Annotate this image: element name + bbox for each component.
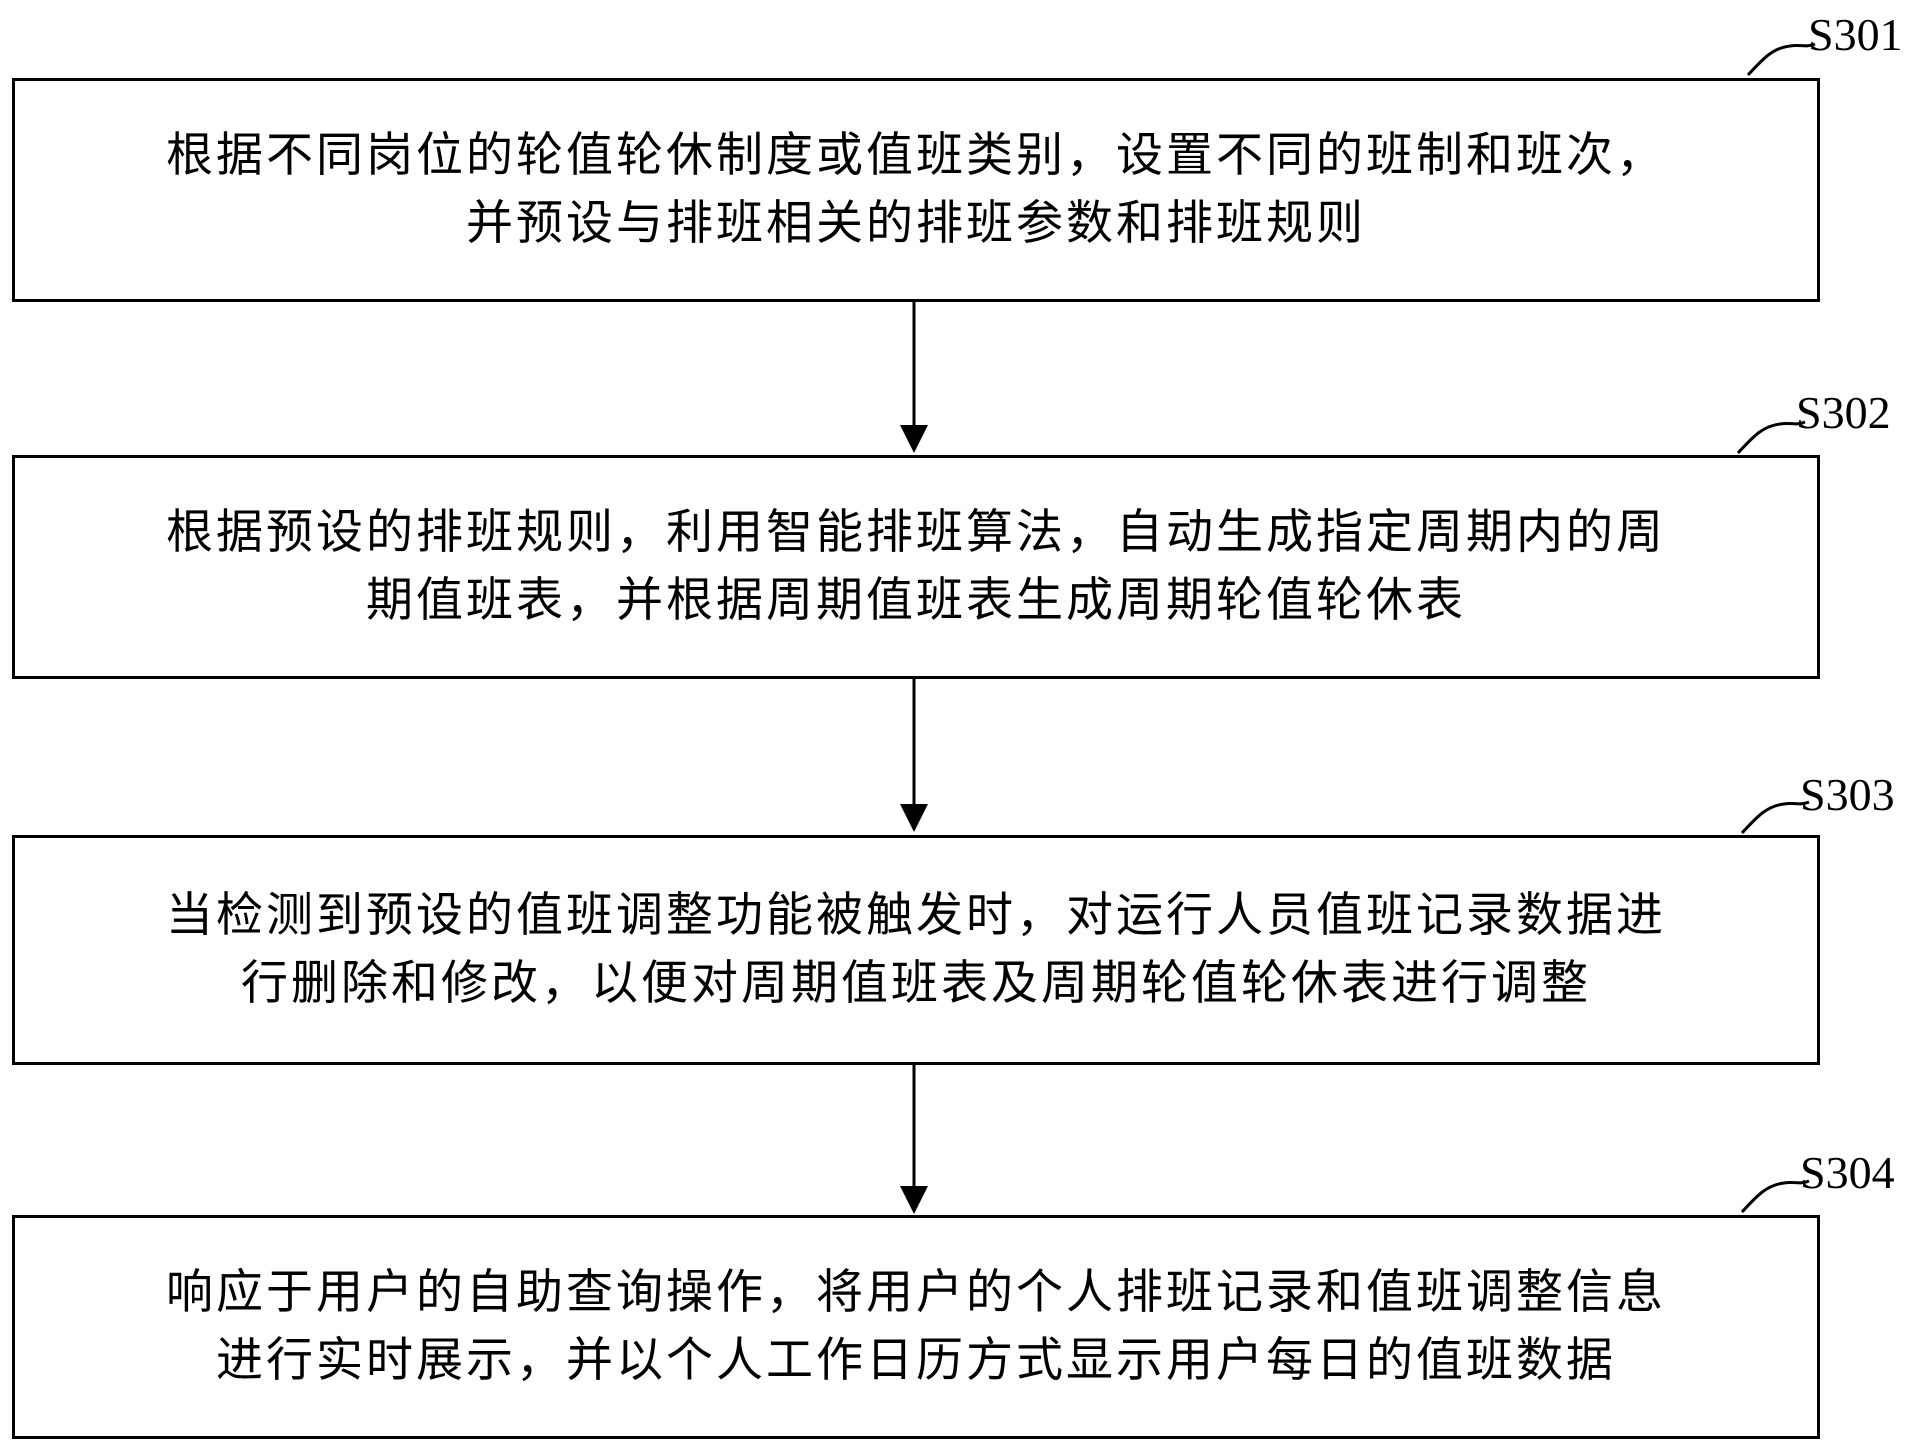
step-s302-line-2: 期值班表，并根据周期值班表生成周期轮值轮休表: [366, 573, 1466, 628]
step-s301-line-1: 根据不同岗位的轮值轮休制度或值班类别，设置不同的班制和班次，: [166, 128, 1666, 183]
leader-s303: [1740, 800, 1810, 835]
step-s303-line-1: 当检测到预设的值班调整功能被触发时，对运行人员值班记录数据进: [166, 888, 1666, 943]
step-s302-line-1: 根据预设的排班规则，利用智能排班算法，自动生成指定周期内的周: [166, 505, 1666, 560]
step-label-s304: S304: [1800, 1147, 1895, 1198]
step-box-s304: 响应于用户的自助查询操作，将用户的个人排班记录和值班调整信息 进行实时展示，并以…: [12, 1215, 1820, 1439]
step-label-s303: S303: [1800, 769, 1895, 820]
step-s304-line-1: 响应于用户的自助查询操作，将用户的个人排班记录和值班调整信息: [166, 1265, 1666, 1320]
leader-s301: [1746, 42, 1816, 77]
arrow-s302-to-s303: [900, 678, 928, 832]
step-s303-line-2: 行删除和修改，以便对周期值班表及周期轮值轮休表进行调整: [241, 956, 1591, 1011]
arrow-s303-to-s304: [900, 1064, 928, 1214]
step-s304-line-2: 进行实时展示，并以个人工作日历方式显示用户每日的值班数据: [216, 1333, 1616, 1388]
leader-s304: [1740, 1179, 1810, 1214]
step-s301-line-2: 并预设与排班相关的排班参数和排班规则: [466, 196, 1366, 251]
arrow-s301-to-s302: [900, 302, 928, 453]
step-box-s302: 根据预设的排班规则，利用智能排班算法，自动生成指定周期内的周 期值班表，并根据周…: [12, 455, 1820, 679]
step-box-s303: 当检测到预设的值班调整功能被触发时，对运行人员值班记录数据进 行删除和修改，以便…: [12, 835, 1820, 1065]
step-box-s301: 根据不同岗位的轮值轮休制度或值班类别，设置不同的班制和班次， 并预设与排班相关的…: [12, 78, 1820, 302]
step-label-s301: S301: [1808, 9, 1903, 60]
step-label-s302: S302: [1796, 387, 1891, 438]
leader-s302: [1736, 420, 1806, 455]
